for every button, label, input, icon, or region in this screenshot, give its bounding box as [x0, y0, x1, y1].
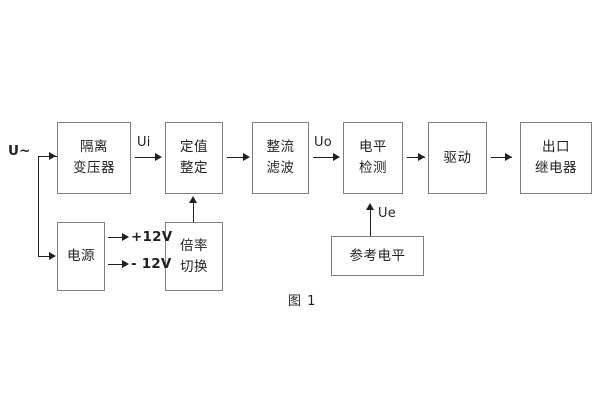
block-reference-level[interactable]: 参考电平: [331, 236, 424, 276]
block-level-detection[interactable]: 电平 检测: [343, 122, 403, 194]
block-line: 继电器: [535, 160, 577, 176]
ue-signal-label: Ue: [378, 206, 396, 221]
rail-negative-line: [108, 264, 126, 266]
block-line: 检测: [359, 160, 387, 176]
figure-caption: 图 1: [288, 294, 317, 309]
block-line: 电平: [359, 139, 387, 156]
rail-positive-line: [108, 237, 126, 239]
block-line: 电源: [67, 248, 95, 265]
block-line: 切换: [180, 258, 208, 275]
multiplier-to-setting-arrow: [189, 196, 197, 203]
rectify-to-detection-arrow: [333, 153, 340, 161]
input-to-power-line: [38, 256, 52, 258]
multiplier-to-setting-line: [193, 200, 195, 222]
block-line: 整定: [180, 160, 208, 176]
detection-to-driver-line: [407, 157, 425, 159]
rail-negative-arrow: [122, 260, 129, 268]
block-line: 整流: [266, 139, 295, 156]
reference-to-detection-arrow: [366, 203, 374, 210]
block-isolation-transformer[interactable]: 隔离 变压器: [57, 122, 131, 194]
input-branch-vertical: [38, 156, 40, 257]
block-output-relay[interactable]: 出口 继电器: [520, 122, 592, 194]
rail-positive-label: +12V: [131, 229, 173, 245]
block-line: 变压器: [73, 160, 115, 176]
rail-negative-label: - 12V: [131, 256, 172, 272]
transformer-to-setting-arrow: [155, 153, 162, 161]
block-rectify-filter[interactable]: 整流 滤波: [252, 122, 309, 194]
block-line: 出口: [542, 139, 570, 156]
block-line: 隔离: [80, 139, 108, 156]
uo-signal-label: Uo: [314, 135, 332, 150]
input-to-transformer-line: [38, 156, 52, 158]
setting-to-rectify-arrow: [243, 153, 250, 161]
block-line: 驱动: [443, 149, 472, 166]
detection-to-driver-arrow: [418, 153, 425, 161]
setting-to-rectify-line: [227, 157, 245, 159]
block-power-supply[interactable]: 电源: [57, 222, 105, 291]
block-line: 参考电平: [349, 247, 406, 264]
input-to-power-arrow: [49, 252, 56, 260]
block-line: 定值: [180, 139, 208, 156]
rail-positive-arrow: [122, 233, 129, 241]
rectify-to-detection-line: [313, 157, 335, 159]
ui-signal-label: Ui: [137, 135, 151, 150]
driver-to-relay-arrow: [505, 153, 512, 161]
block-line: 倍率: [180, 237, 208, 254]
transformer-to-setting-line: [135, 157, 157, 159]
block-driver[interactable]: 驱动: [428, 122, 487, 194]
driver-to-relay-line: [491, 157, 512, 159]
block-value-setting[interactable]: 定值 整定: [165, 122, 223, 194]
reference-to-detection-line: [370, 208, 372, 236]
block-multiplier-switch[interactable]: 倍率 切换: [165, 222, 223, 291]
block-line: 滤波: [266, 160, 295, 176]
input-signal-label: U~: [8, 143, 31, 159]
input-to-transformer-arrow: [49, 152, 56, 160]
